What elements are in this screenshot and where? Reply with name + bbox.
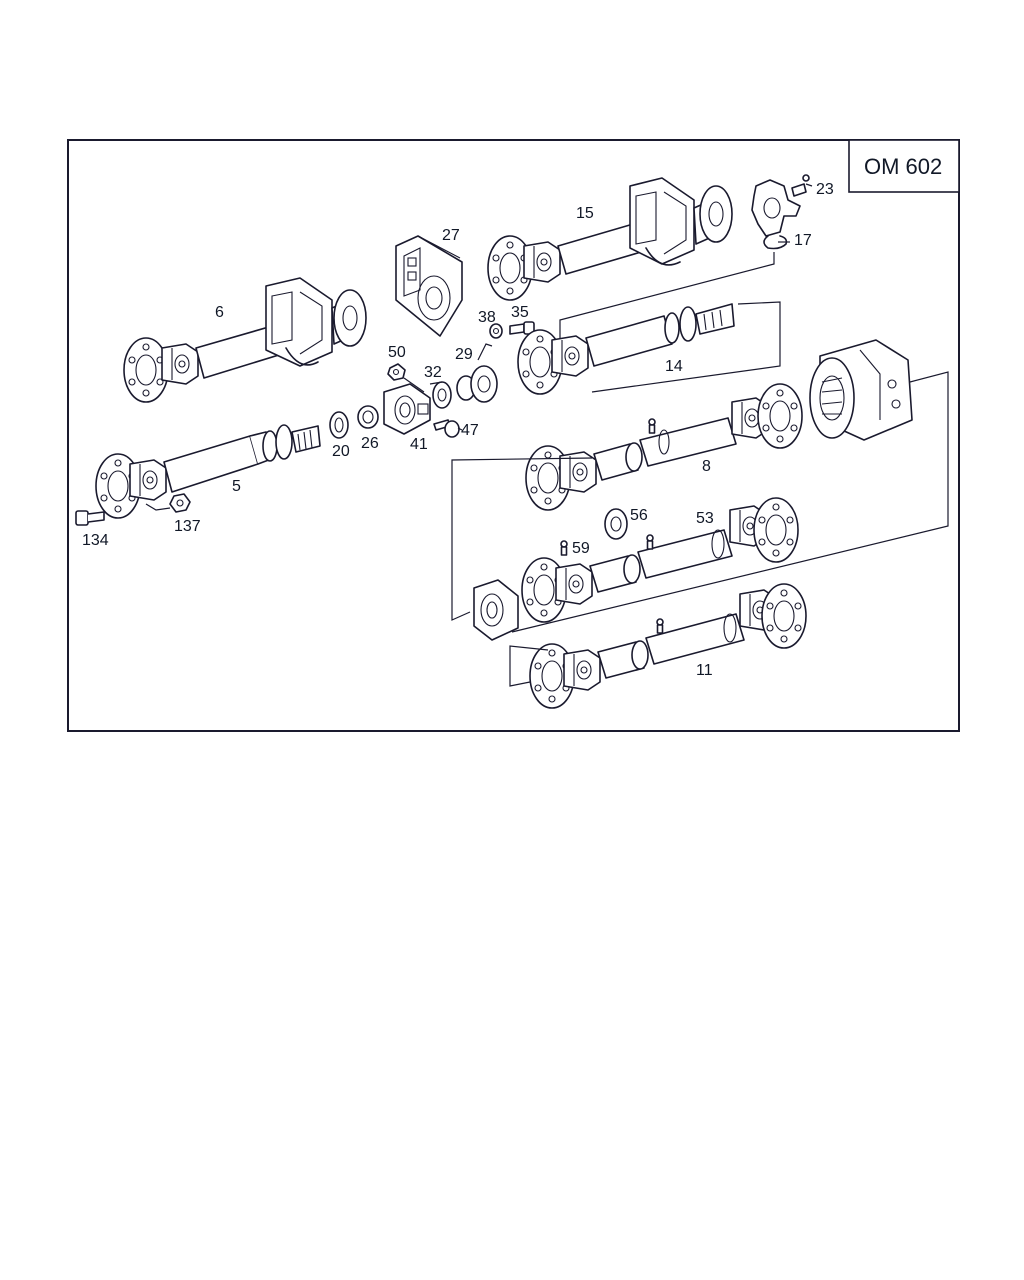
part-56-center-bearing (604, 508, 628, 540)
part-23-universal-joint-spider (751, 174, 810, 237)
callout-47: 47 (461, 422, 479, 439)
callout-23: 23 (816, 181, 834, 198)
callout-11: 11 (696, 662, 713, 679)
callout-8: 8 (702, 458, 711, 475)
part-41-center-bearing-mount (383, 383, 431, 435)
diagram-frame (67, 139, 960, 732)
callout-26: 26 (361, 435, 379, 452)
center-bearing-carrier (473, 579, 519, 641)
part-137-nut (169, 493, 191, 513)
part-6-propeller-shaft-with-bracket (123, 277, 367, 403)
callout-17: 17 (794, 232, 812, 249)
callout-41: 41 (410, 436, 428, 453)
part-59-grease-nipple (560, 540, 568, 556)
callout-6: 6 (215, 304, 224, 321)
callout-20: 20 (332, 443, 350, 460)
part-53-propeller-shaft (521, 497, 799, 623)
part-50-nut (387, 363, 406, 381)
part-47-bolt (433, 419, 460, 438)
part-5-propeller-shaft (95, 424, 321, 519)
callout-137: 137 (174, 518, 201, 535)
part-11-propeller-shaft (529, 583, 807, 709)
part-35-screw (509, 321, 535, 335)
part-38-washer (489, 323, 503, 339)
callout-56: 56 (630, 507, 648, 524)
part-15-propeller-shaft-with-bracket (487, 177, 733, 301)
callout-32: 32 (424, 364, 442, 381)
model-title: OM 602 (864, 154, 942, 179)
part-32-seal (432, 381, 452, 409)
callout-5: 5 (232, 478, 241, 495)
callout-38: 38 (478, 309, 496, 326)
part-8-propeller-shaft (525, 383, 803, 511)
part-20-bearing (329, 411, 349, 439)
callout-53: 53 (696, 510, 714, 527)
callout-35: 35 (511, 304, 529, 321)
model-title-box: OM 602 (848, 139, 960, 193)
part-27-bearing-bracket (395, 235, 463, 337)
callout-59: 59 (572, 540, 590, 557)
part-26-bearing-ring (357, 405, 379, 429)
callout-14: 14 (665, 358, 683, 375)
part-29-flange-ring (456, 365, 498, 403)
flexible-coupling (809, 339, 913, 441)
callout-27: 27 (442, 227, 460, 244)
callout-50: 50 (388, 344, 406, 361)
part-17-circlip (763, 235, 788, 250)
callout-29: 29 (455, 346, 473, 363)
part-134-bolt (75, 510, 105, 526)
callout-134: 134 (82, 532, 109, 549)
callout-15: 15 (576, 205, 594, 222)
part-14-propeller-shaft (517, 303, 735, 395)
